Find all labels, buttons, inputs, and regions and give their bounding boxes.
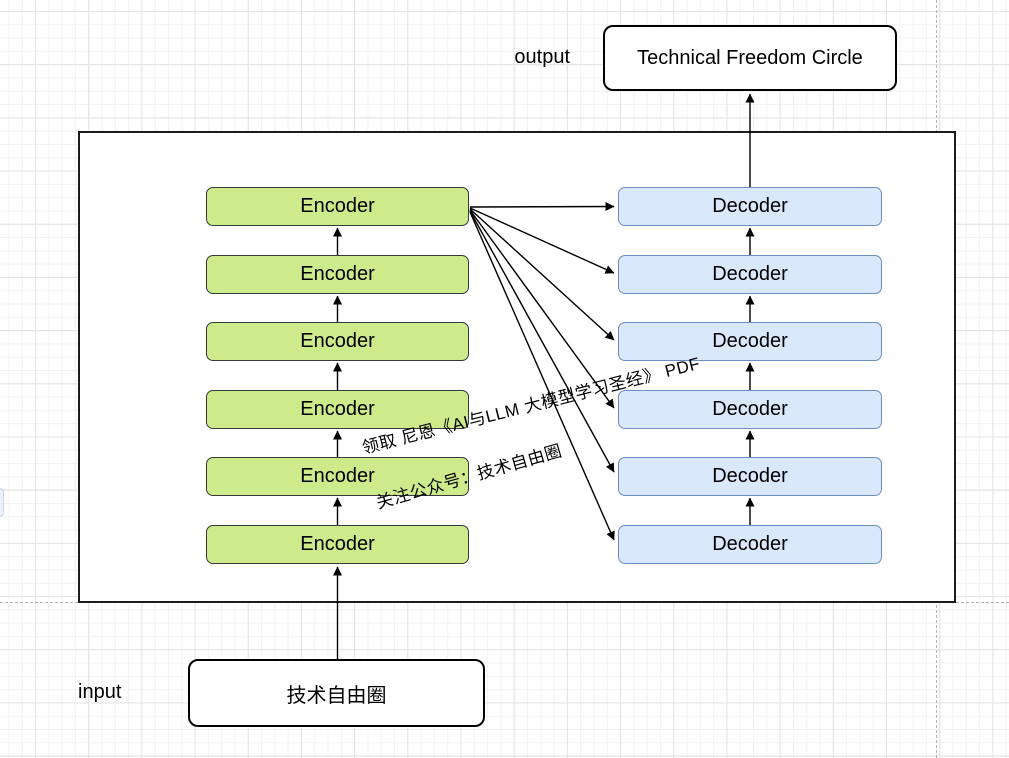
encoder-label: Encoder	[300, 195, 375, 217]
decoder-label: Decoder	[712, 398, 788, 420]
encoder-node-2[interactable]: Encoder	[206, 255, 469, 294]
encoder-label: Encoder	[300, 398, 375, 420]
output-node-label: Technical Freedom Circle	[637, 46, 863, 69]
encoder-node-3[interactable]: Encoder	[206, 322, 469, 361]
decoder-label: Decoder	[712, 195, 788, 217]
decoder-node-2[interactable]: Decoder	[618, 255, 882, 294]
encoder-node-4[interactable]: Encoder	[206, 390, 469, 429]
encoder-label: Encoder	[300, 263, 375, 285]
offscreen-shape-fragment	[0, 488, 4, 517]
decoder-label: Decoder	[712, 533, 788, 555]
input-node[interactable]: 技术自由圈	[188, 659, 485, 727]
decoder-label: Decoder	[712, 263, 788, 285]
encoder-label: Encoder	[300, 330, 375, 352]
encoder-node-6[interactable]: Encoder	[206, 525, 469, 564]
output-label: output	[514, 46, 570, 68]
output-node[interactable]: Technical Freedom Circle	[603, 25, 897, 91]
decoder-node-5[interactable]: Decoder	[618, 457, 882, 496]
input-node-label: 技术自由圈	[286, 684, 387, 707]
decoder-node-1[interactable]: Decoder	[618, 187, 882, 226]
decoder-node-4[interactable]: Decoder	[618, 390, 882, 429]
encoder-node-5[interactable]: Encoder	[206, 457, 469, 496]
decoder-label: Decoder	[712, 330, 788, 352]
decoder-node-3[interactable]: Decoder	[618, 322, 882, 361]
decoder-node-6[interactable]: Decoder	[618, 525, 882, 564]
input-label: input	[78, 681, 122, 703]
encoder-node-1[interactable]: Encoder	[206, 187, 469, 226]
encoder-label: Encoder	[300, 533, 375, 555]
decoder-label: Decoder	[712, 465, 788, 487]
encoder-label: Encoder	[300, 465, 375, 487]
